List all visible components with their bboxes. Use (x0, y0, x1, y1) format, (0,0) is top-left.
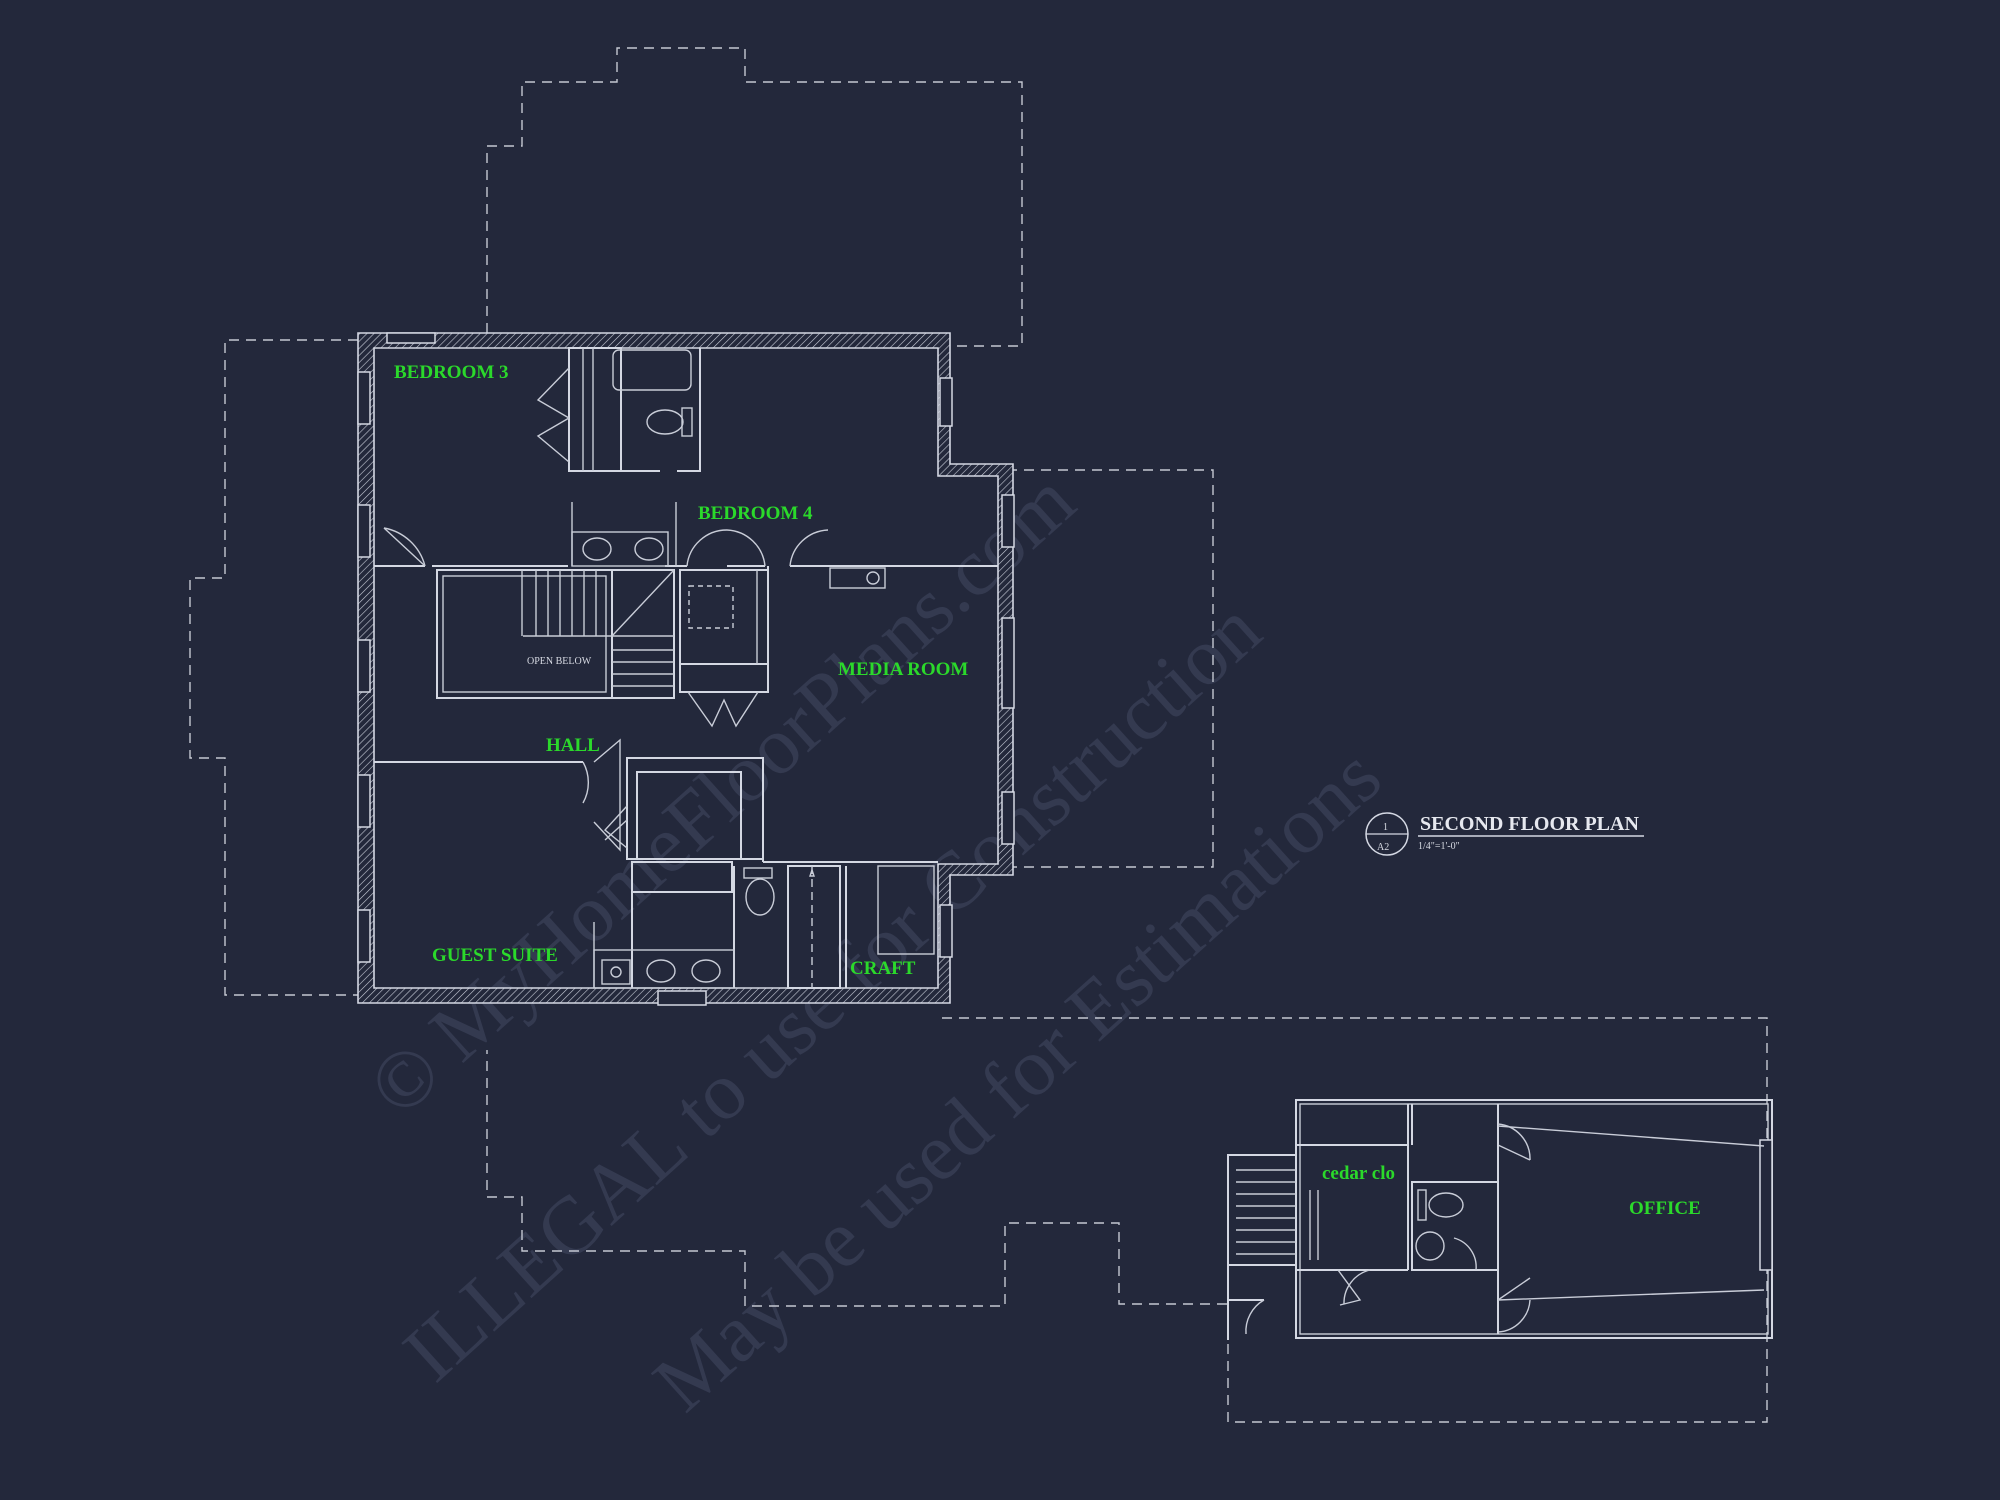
lower-roof-outline (189, 47, 1768, 1423)
open-below-note: OPEN BELOW (527, 656, 592, 667)
watermark: © MyHomeFloorPlans.com ILLEGAL to use fo… (351, 454, 1398, 1428)
room-label-bedroom-4: BEDROOM 4 (698, 503, 813, 524)
room-labels: BEDROOM 3 BEDROOM 4 MEDIA ROOM HALL GUES… (394, 362, 1701, 1219)
main-floor-walls: OPEN BELOW (357, 332, 1015, 1006)
room-label-craft: CRAFT (850, 958, 916, 979)
drawing-scale: 1/4"=1'-0" (1418, 841, 1460, 852)
drawing-number: 1 (1383, 822, 1388, 833)
office-wing-walls (1227, 1099, 1773, 1340)
room-label-guest-suite: GUEST SUITE (432, 945, 558, 966)
drawing-title-block: 1 A2 SECOND FLOOR PLAN 1/4"=1'-0" (1365, 812, 1644, 856)
room-label-office: OFFICE (1629, 1198, 1701, 1219)
drawing-title: SECOND FLOOR PLAN (1420, 813, 1639, 835)
room-label-media-room: MEDIA ROOM (838, 659, 968, 680)
room-label-cedar-closet: cedar clo (1322, 1163, 1395, 1184)
sheet-number: A2 (1377, 842, 1389, 853)
room-label-hall: HALL (546, 735, 600, 756)
room-label-bedroom-3: BEDROOM 3 (394, 362, 509, 383)
